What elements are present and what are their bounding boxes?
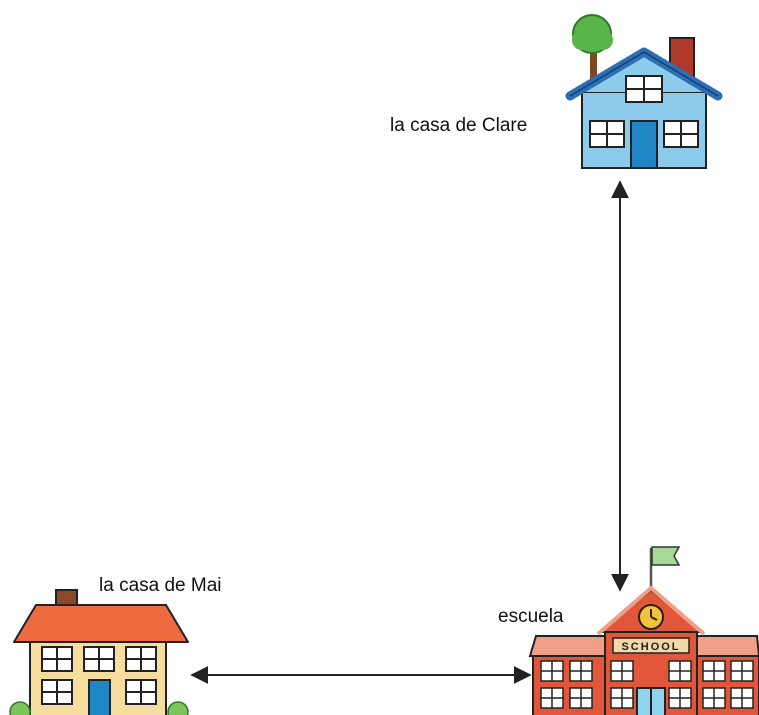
window (41, 679, 73, 705)
house-door (88, 679, 111, 715)
tree-icon (572, 14, 613, 80)
school-sign (612, 637, 690, 654)
label-clare-house: la casa de Clare (390, 115, 527, 136)
window (663, 120, 699, 148)
house-roof (13, 604, 189, 643)
clare-house-icon (565, 14, 723, 169)
window (589, 120, 625, 148)
bush (9, 701, 189, 715)
mai-house-icon (9, 589, 189, 715)
window (125, 646, 157, 672)
school-building-icon: SCHOOL (528, 546, 759, 715)
school-sign-text: SCHOOL (621, 641, 680, 653)
clock-icon (638, 604, 664, 630)
house-door (630, 120, 658, 169)
school-roof-left (528, 635, 606, 657)
window (625, 75, 663, 103)
window (125, 679, 157, 705)
flag-icon (649, 546, 681, 588)
window (83, 646, 115, 672)
school-roof-right (696, 635, 759, 657)
label-mai-house: la casa de Mai (99, 575, 222, 596)
window (41, 646, 73, 672)
label-school: escuela (498, 606, 564, 627)
